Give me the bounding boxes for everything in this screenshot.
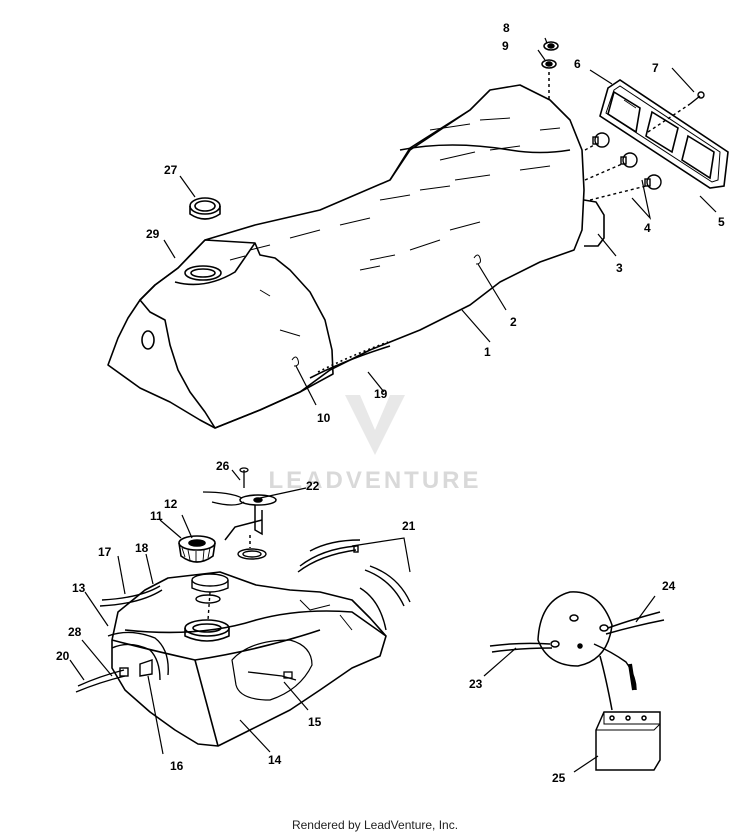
callout-10: 10 [317,411,331,425]
fuel-tank-assembly [111,571,387,747]
callout-18: 18 [135,541,149,555]
cap-gasket-part-11 [237,548,267,560]
seat-body [107,84,585,429]
callout-26: 26 [216,459,230,473]
fuel-gauge-part-23 [489,591,665,711]
clamp-part-18 [191,573,229,621]
callout-27: 27 [164,163,178,177]
callout-22: 22 [306,479,320,493]
lens-panel-part-6 [599,79,729,189]
fuel-sender-part-22 [202,491,277,548]
hoses-part-21 [297,539,411,631]
callout-28: 28 [68,625,82,639]
screw-part-26 [239,467,249,488]
screw-marker-2 [473,254,481,265]
screw-marker-10 [291,356,299,367]
watermark-logo [345,395,405,455]
callout-7: 7 [652,61,659,75]
seat-back-edge [399,144,571,154]
fuel-tank-front-edge [194,659,219,747]
callout-5: 5 [718,215,725,229]
seat-texture [229,117,561,337]
callout-13: 13 [72,581,86,595]
hoses-part-13-17-20 [75,585,169,693]
leader-lines [69,37,717,773]
fuel-opening-inner [190,268,216,278]
filler-neck-inner [192,623,222,633]
callout-4: 4 [644,221,651,235]
screw-part-7 [647,91,705,133]
side-hole [141,330,155,350]
seat-lip [174,242,256,286]
callout-20: 20 [56,649,70,663]
callout-2: 2 [510,315,517,329]
seat-assembly [107,84,605,429]
callout-24: 24 [662,579,676,593]
fuel-tank-top-edge [124,610,387,637]
callout-25: 25 [552,771,566,785]
callout-1: 1 [484,345,491,359]
nut-washer-part-8-9 [541,41,559,100]
grommet-part-27 [189,197,221,220]
callout-11: 11 [150,509,163,523]
callouts: 1 2 3 4 5 6 7 8 9 10 11 12 13 14 15 16 1… [56,21,725,785]
footer-credit: Rendered by LeadVenture, Inc. [291,818,459,832]
fuel-tank-body [111,571,387,747]
callout-19: 19 [374,387,388,401]
callout-12: 12 [164,497,178,511]
callout-23: 23 [469,677,483,691]
fuel-opening [184,265,222,281]
callout-9: 9 [502,39,509,53]
callout-6: 6 [574,57,581,71]
switch-box-part-25 [595,711,661,771]
callout-17: 17 [98,545,112,559]
seat-front-face [139,239,334,429]
callout-3: 3 [616,261,623,275]
callout-15: 15 [308,715,322,729]
callout-16: 16 [170,759,184,773]
fitting-part-16 [139,659,153,677]
callout-14: 14 [268,753,282,767]
tail-light-housing [583,199,605,247]
fuel-tank-recess [231,639,313,701]
watermark-text: LEADVENTURE [268,467,481,494]
watermark: LEADVENTURE [268,395,481,494]
fuel-cap-part-12 [178,535,216,563]
callout-29: 29 [146,227,160,241]
wire-part-15 [247,671,297,681]
callout-8: 8 [503,21,510,35]
underside-strip-2 [317,341,389,373]
underside-strip [309,345,391,379]
bulbs-part-4 [584,132,662,201]
callout-21: 21 [402,519,416,533]
